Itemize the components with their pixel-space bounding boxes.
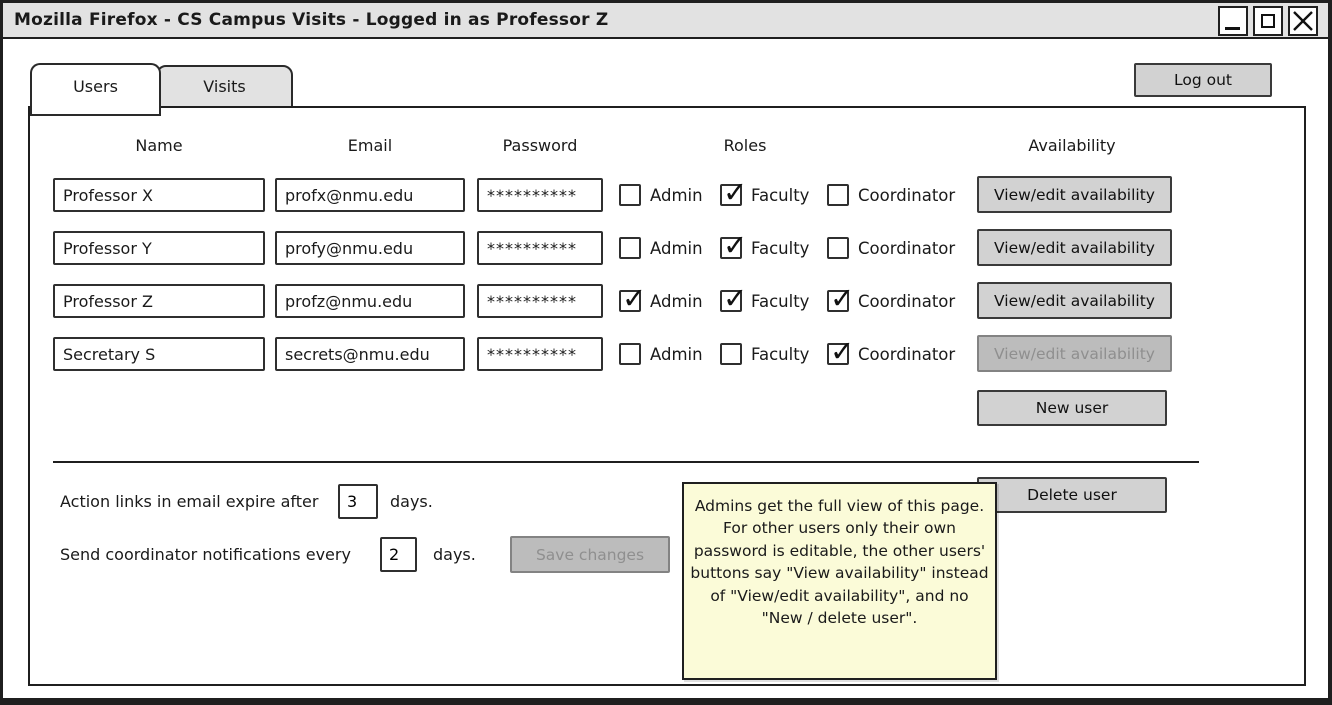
view-edit-availability-button-disabled: View/edit availability <box>977 335 1172 372</box>
role-faculty: Faculty <box>720 175 810 212</box>
password-input[interactable] <box>477 178 603 212</box>
coordinator-label: Coordinator <box>858 185 956 205</box>
coordinator-checkbox[interactable] <box>827 281 854 315</box>
role-coordinator: Coordinator <box>827 178 955 212</box>
admin-label: Admin <box>650 185 703 205</box>
faculty-label: Faculty <box>751 185 810 205</box>
role-admin: Admin <box>619 231 703 265</box>
role-admin: Admin <box>619 337 703 371</box>
faculty-checkbox[interactable] <box>720 343 742 365</box>
role-coordinator: Coordinator <box>827 281 956 318</box>
admin-label: Admin <box>650 344 703 364</box>
faculty-label: Faculty <box>751 344 810 364</box>
role-admin: Admin <box>619 178 703 212</box>
maximize-button[interactable] <box>1253 6 1283 36</box>
section-divider <box>53 461 1199 463</box>
table-row: Admin Faculty Coordinator View/edit avai… <box>30 175 1304 215</box>
column-header-availability: Availability <box>1028 136 1116 155</box>
save-changes-button: Save changes <box>510 536 670 573</box>
role-faculty: Faculty <box>720 337 809 371</box>
expire-setting-suffix: days. <box>390 492 433 511</box>
log-out-button[interactable]: Log out <box>1134 63 1272 97</box>
table-row: Admin Faculty Coordinator View/edit avai… <box>30 334 1304 374</box>
tab-visits[interactable]: Visits <box>156 65 293 108</box>
tab-users[interactable]: Users <box>30 63 161 108</box>
tab-users-active-notch <box>30 108 161 116</box>
title-bar: Mozilla Firefox - CS Campus Visits - Log… <box>3 3 1328 39</box>
close-icon <box>1290 8 1316 34</box>
view-edit-availability-button[interactable]: View/edit availability <box>977 176 1172 213</box>
name-input[interactable] <box>53 231 265 265</box>
coordinator-label: Coordinator <box>858 344 956 364</box>
password-input[interactable] <box>477 231 603 265</box>
new-user-button[interactable]: New user <box>977 390 1167 426</box>
maximize-icon <box>1261 14 1275 28</box>
admin-label: Admin <box>650 291 703 311</box>
email-input[interactable] <box>275 337 465 371</box>
admin-checkbox[interactable] <box>619 184 641 206</box>
faculty-checkbox[interactable] <box>720 175 747 209</box>
view-edit-availability-button[interactable]: View/edit availability <box>977 229 1172 266</box>
name-input[interactable] <box>53 284 265 318</box>
admin-label: Admin <box>650 238 703 258</box>
faculty-label: Faculty <box>751 291 810 311</box>
role-coordinator: Coordinator <box>827 334 956 371</box>
admin-checkbox[interactable] <box>619 281 646 315</box>
coordinator-checkbox[interactable] <box>827 237 849 259</box>
password-input[interactable] <box>477 337 603 371</box>
table-row: Admin Faculty Coordinator View/edit avai… <box>30 281 1304 321</box>
expire-days-input[interactable] <box>338 484 378 519</box>
column-header-password: Password <box>502 136 578 155</box>
faculty-label: Faculty <box>751 238 810 258</box>
delete-user-button[interactable]: Delete user <box>977 477 1167 513</box>
coordinator-checkbox[interactable] <box>827 184 849 206</box>
notify-setting-label: Send coordinator notifications every <box>60 545 351 564</box>
column-header-roles: Roles <box>723 136 767 155</box>
name-input[interactable] <box>53 337 265 371</box>
admin-view-note: Admins get the full view of this page. F… <box>682 482 997 680</box>
faculty-checkbox[interactable] <box>720 228 747 262</box>
password-input[interactable] <box>477 284 603 318</box>
role-coordinator: Coordinator <box>827 231 955 265</box>
role-faculty: Faculty <box>720 281 810 318</box>
expire-setting-label: Action links in email expire after <box>60 492 319 511</box>
name-input[interactable] <box>53 178 265 212</box>
role-admin: Admin <box>619 281 703 318</box>
minimize-button[interactable] <box>1218 6 1248 36</box>
view-edit-availability-button[interactable]: View/edit availability <box>977 282 1172 319</box>
email-input[interactable] <box>275 284 465 318</box>
coordinator-checkbox[interactable] <box>827 334 854 368</box>
admin-checkbox[interactable] <box>619 343 641 365</box>
column-header-name: Name <box>135 136 183 155</box>
admin-checkbox[interactable] <box>619 237 641 259</box>
email-input[interactable] <box>275 178 465 212</box>
column-header-email: Email <box>347 136 393 155</box>
role-faculty: Faculty <box>720 228 810 265</box>
email-input[interactable] <box>275 231 465 265</box>
close-button[interactable] <box>1288 6 1318 36</box>
coordinator-label: Coordinator <box>858 291 956 311</box>
table-row: Admin Faculty Coordinator View/edit avai… <box>30 228 1304 268</box>
minimize-icon <box>1225 27 1240 30</box>
notify-days-input[interactable] <box>380 537 417 572</box>
window-title: Mozilla Firefox - CS Campus Visits - Log… <box>14 10 609 30</box>
faculty-checkbox[interactable] <box>720 281 747 315</box>
users-panel: Name Email Password Roles Availability A… <box>28 106 1306 686</box>
coordinator-label: Coordinator <box>858 238 956 258</box>
window-controls <box>1218 6 1318 36</box>
notify-setting-suffix: days. <box>433 545 476 564</box>
